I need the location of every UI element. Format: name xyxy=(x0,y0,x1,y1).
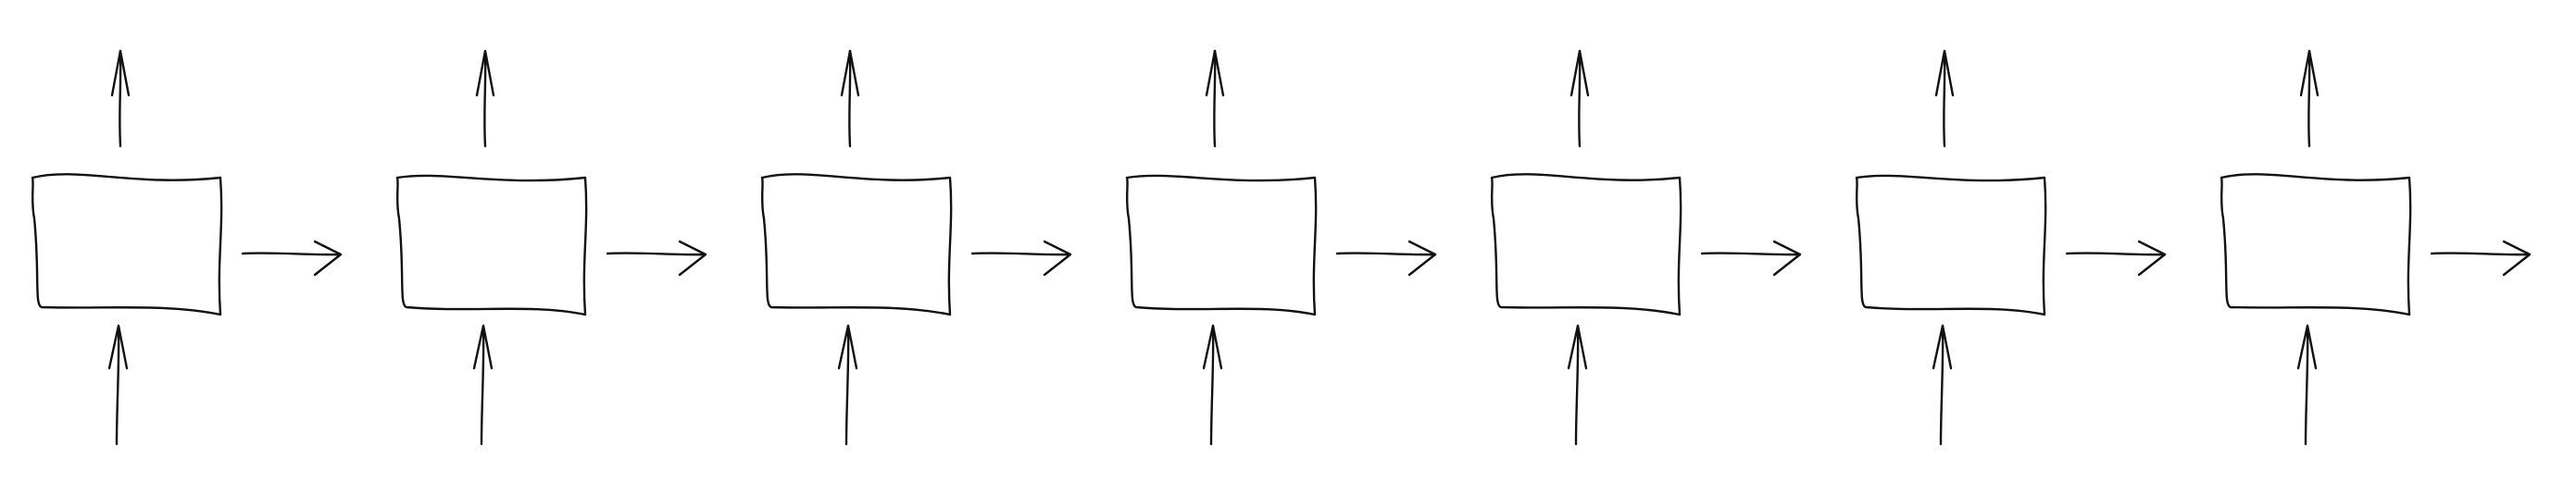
input-arrow-head xyxy=(2296,324,2318,370)
output-arrow-head xyxy=(110,49,131,97)
next-arrow-shaft xyxy=(1700,252,1802,256)
input-arrow-shaft xyxy=(2304,324,2309,446)
cell-box xyxy=(1125,174,1318,316)
output-arrow-shaft xyxy=(1943,49,1946,148)
input-arrow-head xyxy=(107,324,129,370)
next-arrow-shaft xyxy=(2065,252,2167,256)
cell-box xyxy=(395,174,588,316)
next-arrow-head xyxy=(678,240,707,277)
input-arrow-shaft xyxy=(844,324,850,446)
input-arrow-head xyxy=(1202,324,1223,370)
next-arrow-head xyxy=(1407,240,1437,277)
cell-box xyxy=(31,173,223,316)
output-arrow-shaft xyxy=(848,49,852,148)
next-arrow-shaft xyxy=(606,252,707,256)
next-arrow-shaft xyxy=(2430,252,2532,256)
output-arrow-shaft xyxy=(1213,49,1217,148)
next-arrow-shaft xyxy=(241,252,343,256)
input-arrow-head xyxy=(1932,324,1953,370)
output-arrow-head xyxy=(1569,49,1590,97)
output-arrow-head xyxy=(2299,49,2320,97)
input-arrow-head xyxy=(472,324,494,370)
next-arrow-head xyxy=(2502,240,2532,277)
cell-box xyxy=(1490,173,1682,316)
next-arrow-head xyxy=(1043,240,1072,277)
output-arrow-shaft xyxy=(119,49,122,148)
output-arrow-head xyxy=(840,49,860,97)
input-arrow-shaft xyxy=(1939,324,1945,446)
input-arrow-head xyxy=(837,324,858,370)
next-arrow-head xyxy=(1772,240,1802,277)
input-arrow-shaft xyxy=(1209,324,1215,446)
input-arrow-shaft xyxy=(115,324,120,446)
cell-box xyxy=(760,173,953,316)
input-arrow-shaft xyxy=(1574,324,1580,446)
next-arrow-head xyxy=(313,240,343,277)
output-arrow-head xyxy=(1934,49,1955,97)
next-arrow-shaft xyxy=(1335,252,1437,256)
output-arrow-shaft xyxy=(2307,49,2311,148)
output-arrow-head xyxy=(1205,49,1225,97)
cell-box xyxy=(1855,174,2047,316)
next-arrow-shaft xyxy=(970,252,1072,256)
output-arrow-shaft xyxy=(1578,49,1582,148)
input-arrow-head xyxy=(1567,324,1588,370)
cell-box xyxy=(2220,173,2412,316)
next-arrow-head xyxy=(2137,240,2167,277)
input-arrow-shaft xyxy=(480,324,485,446)
output-arrow-shaft xyxy=(483,49,487,148)
output-arrow-head xyxy=(475,49,495,97)
